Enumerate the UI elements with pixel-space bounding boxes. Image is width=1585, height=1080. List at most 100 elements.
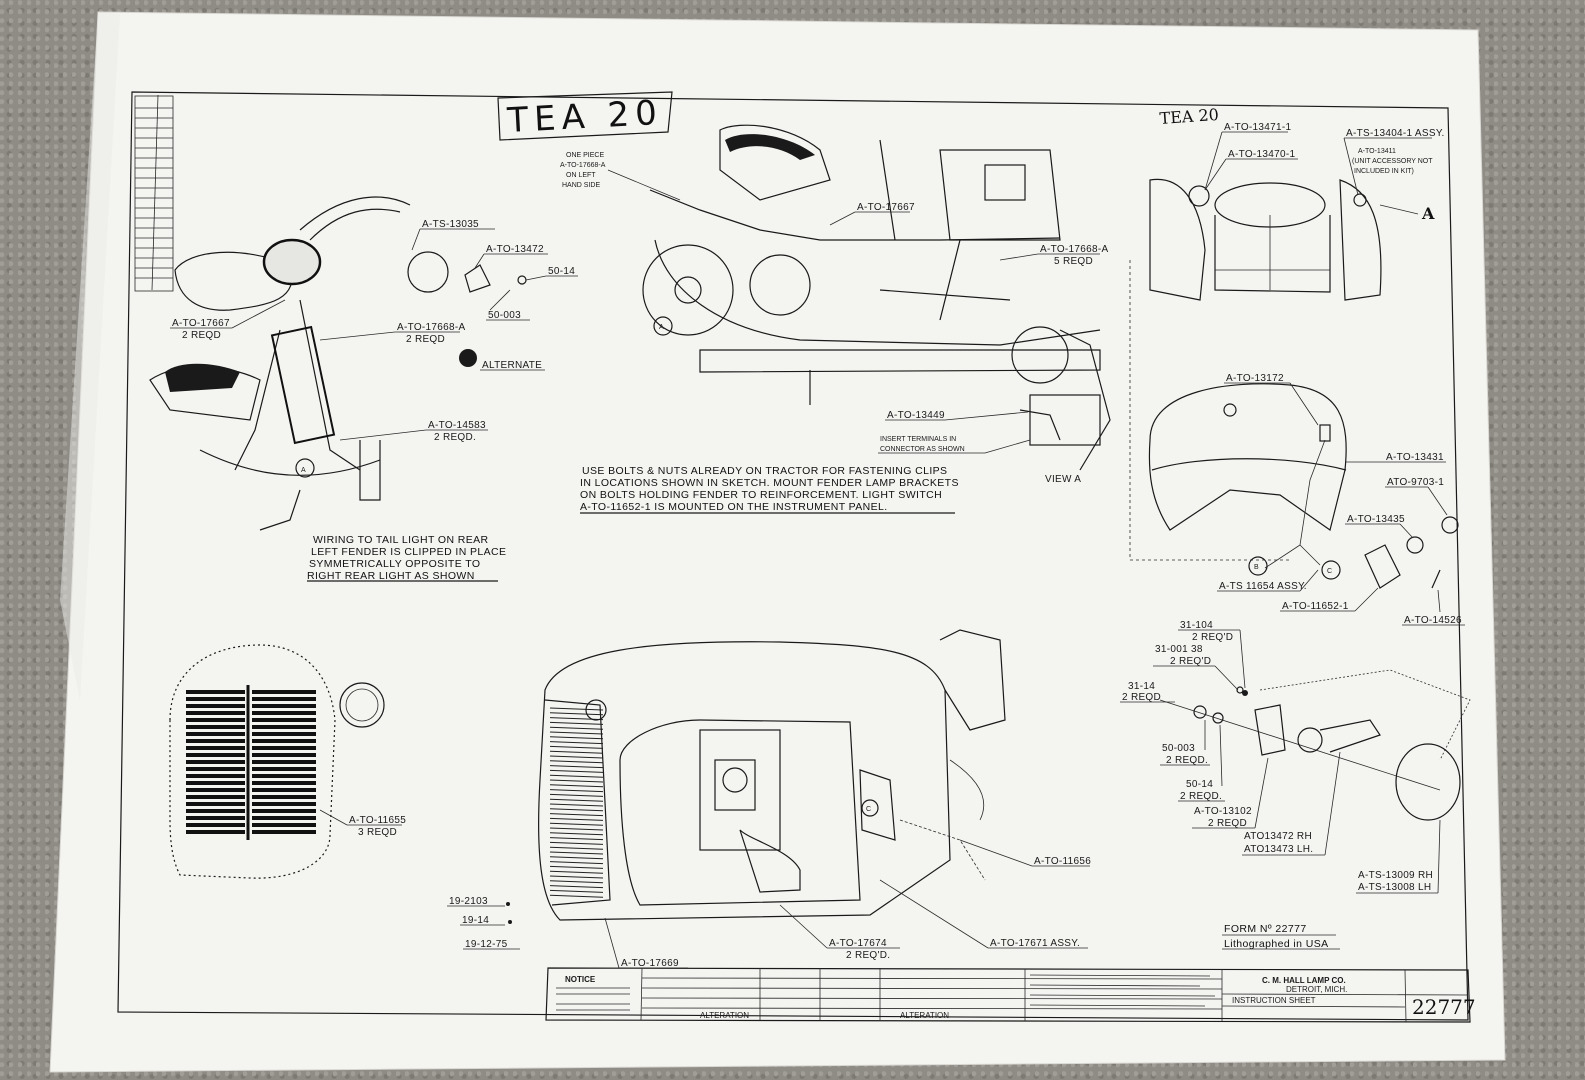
radiator-fin bbox=[549, 837, 604, 841]
svg-text:ALTERNATE: ALTERNATE bbox=[482, 360, 542, 371]
svg-text:2 REQ'D: 2 REQ'D bbox=[1170, 656, 1211, 667]
svg-text:A-TO-17669: A-TO-17669 bbox=[621, 958, 679, 969]
engine-view: C bbox=[538, 629, 1006, 921]
svg-text:2 REQD: 2 REQD bbox=[1208, 818, 1247, 829]
engine-callouts: A-TO-11656 19-2103 19-14 19-12-75 A-TO-1… bbox=[447, 839, 1091, 969]
radiator-fin bbox=[549, 726, 604, 730]
svg-text:A-TO-11656: A-TO-11656 bbox=[1034, 856, 1091, 867]
svg-text:C. M. HALL LAMP CO.: C. M. HALL LAMP CO. bbox=[1262, 976, 1346, 985]
fender-lamp-callouts: A-TS-13035 A-TO-13472 50-14 50-003 A-TO-… bbox=[170, 219, 578, 443]
svg-text:50-14: 50-14 bbox=[548, 266, 575, 277]
radiator-fin bbox=[549, 865, 604, 869]
svg-text:SYMMETRICALLY OPPOSITE TO: SYMMETRICALLY OPPOSITE TO bbox=[309, 558, 480, 570]
radiator-fin bbox=[549, 817, 604, 821]
svg-text:IN LOCATIONS SHOWN IN SKETCH.: IN LOCATIONS SHOWN IN SKETCH. MOUNT FEND… bbox=[580, 477, 959, 489]
radiator-fin bbox=[549, 707, 604, 711]
svg-text:ON BOLTS HOLDING FENDER TO REI: ON BOLTS HOLDING FENDER TO REINFORCEMENT… bbox=[580, 489, 942, 501]
svg-text:A-TO-13102: A-TO-13102 bbox=[1194, 806, 1252, 817]
paper-sheet bbox=[49, 11, 1506, 1073]
svg-text:ATO13473 LH.: ATO13473 LH. bbox=[1244, 844, 1313, 855]
radiator-fin bbox=[549, 880, 604, 884]
radiator-fin bbox=[549, 861, 604, 865]
svg-text:A-TO-13449: A-TO-13449 bbox=[887, 410, 945, 421]
svg-text:A-TS-13404-1 ASSY.: A-TS-13404-1 ASSY. bbox=[1346, 128, 1445, 139]
svg-text:WIRING TO TAIL LIGHT ON REAR: WIRING TO TAIL LIGHT ON REAR bbox=[313, 534, 489, 546]
svg-text:A-TO-14526: A-TO-14526 bbox=[1404, 615, 1462, 626]
grille-sketch: A-TO-11655 3 REQD bbox=[169, 644, 406, 879]
svg-text:A-TS-13035: A-TS-13035 bbox=[422, 219, 479, 230]
revision-column bbox=[134, 95, 174, 292]
svg-text:RIGHT REAR LIGHT AS SHOWN: RIGHT REAR LIGHT AS SHOWN bbox=[307, 570, 475, 582]
svg-text:3 REQD: 3 REQD bbox=[358, 827, 397, 838]
svg-text:19-12-75: 19-12-75 bbox=[465, 939, 508, 950]
view-marker-a-right: A bbox=[1421, 204, 1435, 223]
radiator-fin bbox=[549, 779, 604, 783]
svg-text:A-TO-13431: A-TO-13431 bbox=[1386, 452, 1444, 463]
radiator-fin bbox=[549, 793, 604, 797]
radiator-fin bbox=[549, 731, 604, 735]
radiator-fin bbox=[549, 789, 604, 793]
front-view-callouts: A-TO-13471-1 A-TO-13470-1 A-TS-13404-1 A… bbox=[1204, 122, 1445, 223]
svg-text:50-14: 50-14 bbox=[1186, 779, 1213, 790]
wiring-note: WIRING TO TAIL LIGHT ON REAR LEFT FENDER… bbox=[307, 534, 506, 582]
svg-text:31-001 38: 31-001 38 bbox=[1155, 644, 1203, 655]
svg-text:USE BOLTS & NUTS ALREADY ON TR: USE BOLTS & NUTS ALREADY ON TRACTOR FOR … bbox=[582, 465, 947, 477]
headlamp-exploded bbox=[1159, 669, 1471, 821]
svg-text:A-TO-11652-1 IS MOUNTED ON THE: A-TO-11652-1 IS MOUNTED ON THE INSTRUMEN… bbox=[580, 501, 888, 513]
radiator-fin bbox=[549, 885, 604, 889]
svg-text:LEFT FENDER IS CLIPPED IN PLAC: LEFT FENDER IS CLIPPED IN PLACE bbox=[311, 546, 506, 558]
radiator-fin bbox=[549, 798, 604, 802]
radiator-fin bbox=[549, 813, 604, 817]
svg-text:INCLUDED IN KIT): INCLUDED IN KIT) bbox=[1354, 168, 1414, 175]
svg-text:NOTICE: NOTICE bbox=[565, 975, 596, 984]
svg-text:(UNIT ACCESSORY NOT: (UNIT ACCESSORY NOT bbox=[1352, 158, 1433, 165]
svg-text:A-TO-17667: A-TO-17667 bbox=[172, 318, 230, 329]
svg-text:A-TO-13435: A-TO-13435 bbox=[1347, 514, 1405, 525]
view-a-detail: A-TO-13449 INSERT TERMINALS IN CONNECTOR… bbox=[878, 326, 1111, 485]
front-view-lamps bbox=[1149, 178, 1382, 301]
svg-text:A-TO-17668-A: A-TO-17668-A bbox=[1040, 244, 1108, 255]
radiator-fin bbox=[549, 870, 604, 874]
title-block: NOTICE ALTERATION ALTERATION C. M. HALL … bbox=[545, 967, 1476, 1023]
svg-text:A-TO-13411: A-TO-13411 bbox=[1358, 148, 1396, 155]
svg-text:2 REQD: 2 REQD bbox=[182, 330, 221, 341]
main-installation-note: USE BOLTS & NUTS ALREADY ON TRACTOR FOR … bbox=[580, 465, 959, 514]
radiator-fin bbox=[549, 875, 604, 879]
title-tea20: TEA 20 bbox=[497, 91, 673, 141]
radiator-fin bbox=[549, 760, 604, 764]
title-tea20-small: TEA 20 bbox=[1159, 105, 1220, 128]
radiator-fin bbox=[549, 803, 604, 807]
svg-text:FORM Nº 22777: FORM Nº 22777 bbox=[1224, 923, 1307, 935]
svg-text:ALTERATION: ALTERATION bbox=[700, 1011, 749, 1020]
svg-text:A-TO-13471-1: A-TO-13471-1 bbox=[1224, 122, 1291, 133]
svg-text:2 REQD: 2 REQD bbox=[406, 334, 445, 345]
svg-text:Lithographed in USA: Lithographed in USA bbox=[1224, 938, 1329, 950]
view-marker-a-center: A bbox=[659, 324, 664, 331]
svg-text:A-TO-11655: A-TO-11655 bbox=[349, 815, 406, 826]
radiator-fin bbox=[549, 769, 604, 773]
radiator-fin bbox=[549, 765, 604, 769]
svg-text:ALTERATION: ALTERATION bbox=[900, 1011, 949, 1020]
radiator-fin bbox=[549, 851, 604, 855]
radiator-fin bbox=[549, 822, 604, 826]
tractor-callouts: ONE PIECE A-TO-17668-A ON LEFT HAND SIDE… bbox=[560, 152, 1108, 267]
radiator-fin bbox=[549, 846, 604, 850]
radiator-fin bbox=[549, 741, 604, 745]
radiator-fin bbox=[549, 827, 604, 831]
svg-text:2 REQ'D: 2 REQ'D bbox=[1192, 632, 1233, 643]
switch-callouts: A-TO-13172 A-TO-13431 ATO-9703-1 A-TO-13… bbox=[1217, 373, 1465, 626]
view-marker-a-left: A bbox=[301, 467, 306, 474]
radiator-fin bbox=[549, 736, 604, 740]
svg-text:50-003: 50-003 bbox=[1162, 743, 1195, 754]
svg-text:19-14: 19-14 bbox=[462, 915, 489, 926]
radiator-fin bbox=[549, 832, 604, 836]
radiator-fin bbox=[549, 750, 604, 754]
svg-text:A-TO-17668-A: A-TO-17668-A bbox=[560, 162, 606, 169]
svg-text:VIEW A: VIEW A bbox=[1045, 474, 1081, 485]
radiator-fin bbox=[549, 721, 604, 725]
svg-text:A-TO-17674: A-TO-17674 bbox=[829, 938, 887, 949]
svg-text:31-104: 31-104 bbox=[1180, 620, 1213, 631]
radiator-fin bbox=[549, 784, 604, 788]
svg-text:A-TO-17667: A-TO-17667 bbox=[857, 202, 915, 213]
